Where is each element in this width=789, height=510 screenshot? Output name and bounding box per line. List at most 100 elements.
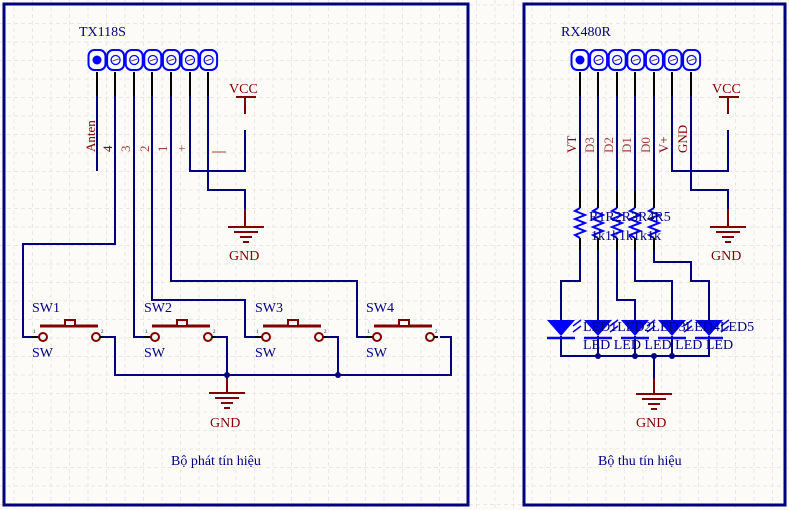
switch-button [398,319,410,327]
switch-button [287,319,299,327]
pin-hole [166,54,177,66]
switch-pin2-number: 2 [435,330,438,335]
rx-led-comments: LED LED LED LED LED [583,338,733,353]
led-3[interactable] [621,319,656,340]
rx-vcc-label: VCC [712,82,741,97]
rx-pin-stubs [579,72,692,96]
tx-module-label: TX118S [79,25,126,40]
switch-comment: SW [255,346,277,361]
pin-hole [649,54,660,66]
led-triangle [547,320,575,336]
pin-hole [129,54,140,66]
resistor-r4[interactable] [627,190,643,250]
led-emission-arrows [720,319,730,333]
resistor-r3[interactable] [609,190,625,250]
resistor-body [590,207,606,239]
rx-gnd-label-top: GND [711,249,741,264]
switch-button [176,319,188,327]
switch-pin2-number: 2 [324,330,327,335]
rx-pin-label-d0: D0 [638,137,653,153]
transmitter-frame [2,2,470,507]
pin-number-glyph [595,58,602,62]
tx-pin-label-4: 4 [100,145,115,152]
rx-gnd-symbol-bottom: GND [636,378,672,431]
switch-comment: SW [366,346,388,361]
resistor-body [572,207,588,239]
switch-contact [261,332,271,342]
rx-pin-label-d2: D2 [601,137,616,153]
rx-junction [595,353,601,359]
resistor-r5[interactable] [646,190,662,250]
tx-pin-label-anten: Anten [83,120,98,152]
tx-gnd-symbol-top: GND [228,209,264,264]
switch-comment: SW [32,346,54,361]
led-triangle [658,320,686,336]
pin-number-glyph [168,58,175,62]
pin-number-glyph [149,58,156,62]
rx-gnd-label-bottom: GND [636,416,666,431]
rx-pin-header[interactable] [570,49,702,71]
led-emission-arrows [609,319,619,333]
led-5[interactable] [695,319,730,340]
switch-pin2-number: 2 [213,330,216,335]
rx-gnd-symbol-top: GND [710,209,746,264]
tx-junction [335,372,341,378]
rx-resistor-values: 1k1k1k1k1k [591,229,661,244]
rx-junction [632,353,638,359]
resistor-body [627,207,643,239]
rx-resistor-designators: R1R2R3R4R5 [589,210,671,225]
tx-gnd-label-top: GND [229,249,259,264]
rx-pin-labels: VT D3 D2 D1 D0 V+ GND [564,125,690,153]
rx-pin-label-d1: D1 [619,137,634,153]
pin-hole [593,54,604,66]
pin-number-glyph [614,58,621,62]
resistor-body [609,207,625,239]
tx-pin-label-3: 3 [118,146,133,153]
receiver-section: RX480R VT D3 D2 D1 D0 V+ GND [522,2,787,507]
led-2[interactable] [584,319,619,340]
switch-designator: SW2 [144,301,172,316]
tx-wires [22,96,452,393]
switch-pin1-number: 1 [33,330,36,335]
resistor-r1[interactable] [572,190,588,250]
pin1-marker [575,55,585,65]
pin-hole [667,54,679,66]
rx-module-label: RX480R [561,25,611,40]
tx-pin-stubs [96,72,209,96]
switch-pin2-number: 2 [101,330,104,335]
switch-designator: SW3 [255,301,283,316]
led-1[interactable] [547,319,582,340]
tx-gnd-symbol-bottom: GND [209,379,245,431]
led-4[interactable] [658,319,693,340]
switch-pin1-number: 1 [256,330,259,335]
tx-pin-label-2: 2 [137,146,152,153]
switch-pin1-number: 1 [145,330,148,335]
resistor-body [646,207,662,239]
receiver-frame [522,2,787,507]
switch-contact [203,332,213,342]
pin-number-glyph [205,58,212,62]
tx-vcc-label: VCC [229,82,258,97]
pin-number-glyph [112,58,119,62]
resistor-r2[interactable] [590,190,606,250]
switch-contact [425,332,435,342]
pin-number-glyph [669,58,677,62]
switch-contact [91,332,101,342]
pin-number-glyph [632,58,639,62]
switch-contact [372,332,382,342]
rx-led-designators: LED1LED2LED3LED4LED5 [583,320,754,335]
tx-pin-label-1: 1 [155,146,170,153]
led-triangle [584,320,612,336]
pin-hole [184,54,196,66]
rx-pin-label-d3: D3 [582,137,597,153]
switch-button [64,319,76,327]
pin-hole [686,54,697,66]
rx-vcc-symbol: VCC [712,82,741,114]
led-triangle [621,320,649,336]
tx-pin-header[interactable] [87,49,219,71]
